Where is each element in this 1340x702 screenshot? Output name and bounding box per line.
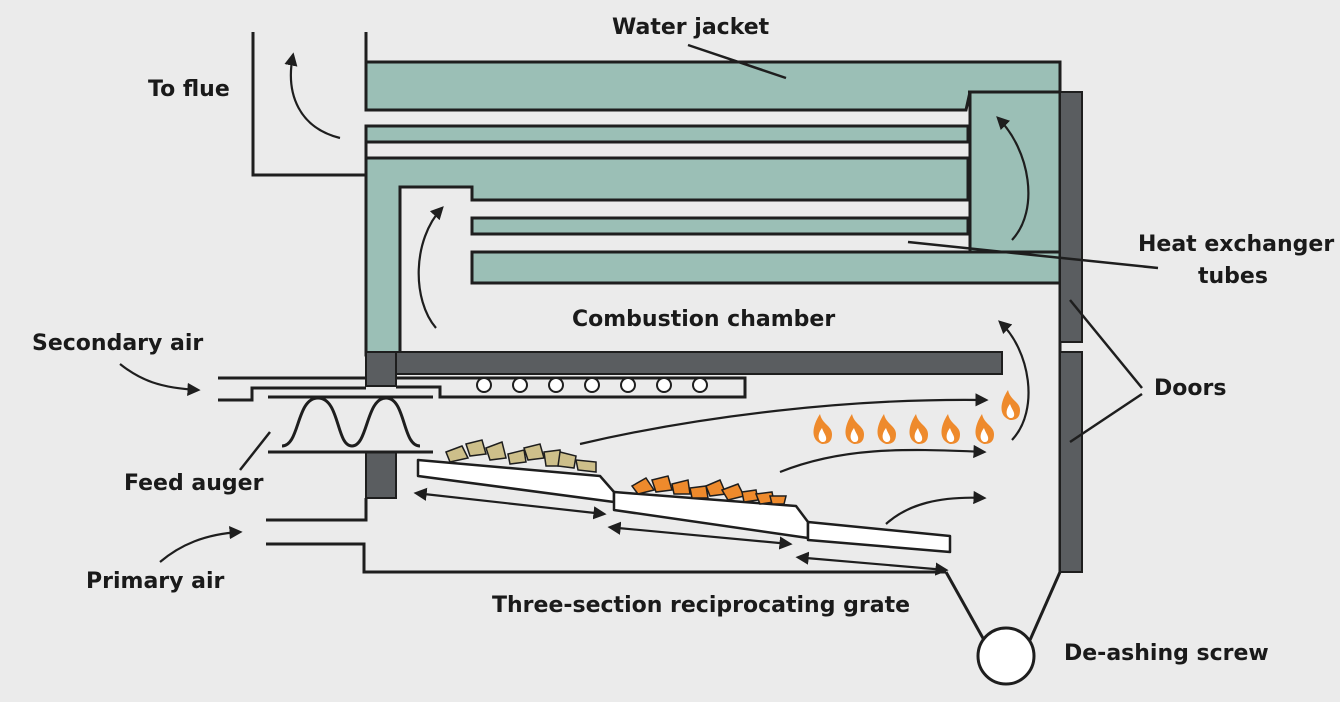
burning-fuel: [630, 475, 787, 505]
water-jacket-label: Water jacket: [612, 15, 770, 40]
reciprocating-grate: [416, 458, 952, 554]
water-jacket-bottom: [470, 250, 1062, 285]
combustion-chamber-label: Combustion chamber: [572, 307, 835, 332]
feed-auger-label: Feed auger: [124, 471, 264, 496]
heat-exchanger-tube-lower: [470, 216, 970, 236]
to-flue-label: To flue: [148, 77, 230, 102]
secondary-air-label: Secondary air: [32, 331, 203, 356]
flue-duct: [251, 32, 368, 177]
heat-exchanger-tube-upper: [364, 124, 970, 144]
secondary-air-manifold: [218, 376, 747, 402]
feed-auger: [268, 395, 433, 454]
chamber-left-post-lower: [365, 451, 397, 499]
primary-air-label: Primary air: [86, 569, 225, 594]
upper-door: [1059, 91, 1083, 343]
chamber-left-post: [365, 351, 397, 387]
heat-exchanger-label-line2: tubes: [1198, 264, 1268, 289]
chamber-ceiling-plate: [365, 351, 1003, 375]
de-ashing-screw: [976, 626, 1036, 686]
primary-air-inlet: [266, 498, 946, 574]
heat-exchanger-label-line1: Heat exchanger: [1138, 232, 1334, 257]
lower-door: [1059, 351, 1083, 573]
flow-arrows: [119, 52, 1030, 576]
raw-fuel: [445, 439, 597, 473]
water-jacket-top-step: [364, 60, 1062, 112]
doors-label: Doors: [1154, 376, 1226, 401]
grate-label: Three-section reciprocating grate: [492, 593, 910, 618]
de-ashing-screw-label: De-ashing screw: [1064, 641, 1269, 666]
leader-lines: [239, 43, 1159, 471]
ash-hopper: [944, 571, 1062, 686]
flames: [813, 390, 1020, 444]
